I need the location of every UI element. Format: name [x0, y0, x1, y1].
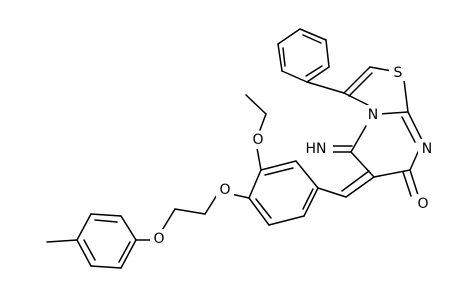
- ether-oxygen-1-label: O: [219, 182, 230, 198]
- nitrogen-bridgehead-label: N: [368, 107, 378, 123]
- ether-oxygen-2-label: O: [153, 231, 164, 247]
- nitrogen-imine-ring-label: N: [422, 141, 432, 157]
- ethoxy-oxygen-label: O: [252, 132, 263, 148]
- atom-labels: S N N HN O O O O: [150, 63, 436, 247]
- tolyl-ring: [46, 213, 137, 269]
- pyrimidine-ring: [327, 111, 423, 197]
- imine-label: HN: [306, 141, 327, 157]
- thiazole-ring: [306, 66, 409, 115]
- ethoxy-group: [245, 94, 267, 171]
- phenyl-ring: [277, 28, 330, 83]
- sulfur-label: S: [394, 65, 403, 81]
- ethylene-glycol-linker: [135, 193, 250, 241]
- carbonyl-oxygen-label: O: [417, 196, 428, 212]
- benzylidene-ring: [248, 160, 375, 226]
